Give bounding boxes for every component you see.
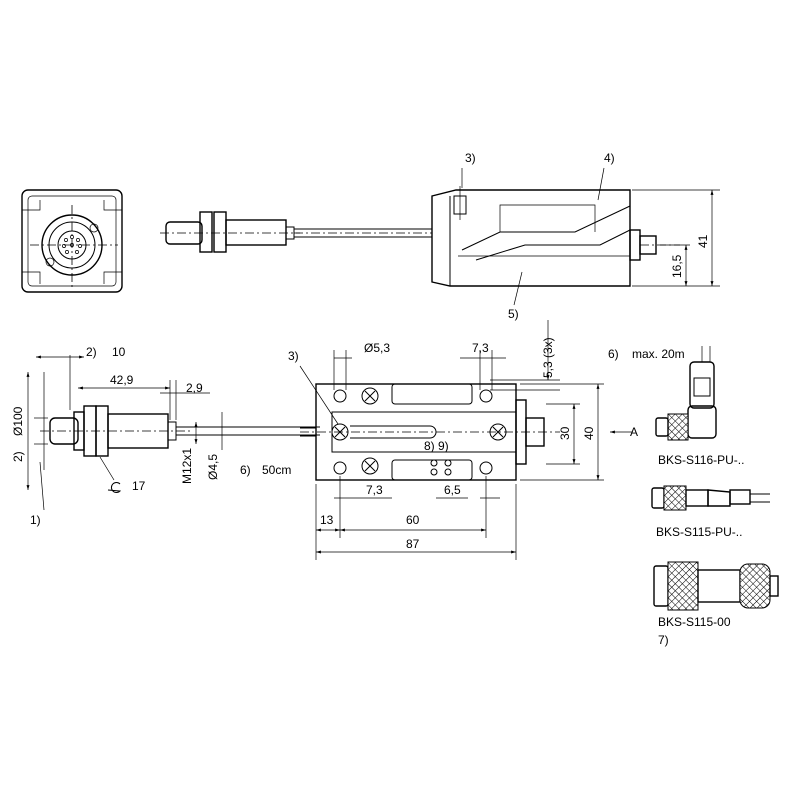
- callout-5: 5): [508, 307, 519, 321]
- connector-angled: [655, 346, 717, 441]
- dim-60: 60: [406, 513, 420, 527]
- connector-straight-cable: [651, 485, 770, 511]
- dim-2-9: 2,9: [186, 381, 203, 395]
- callout-4: 4): [604, 151, 615, 165]
- callout-3-top: 3): [465, 151, 476, 165]
- dim-42-9: 42,9: [110, 373, 134, 387]
- dim-5-3-3x: 5,3 (3x): [541, 337, 555, 378]
- connector-field-attachable: [653, 561, 779, 611]
- dim-13: 13: [320, 513, 334, 527]
- callout-6-a: 6): [240, 463, 251, 477]
- connector-3-label: BKS-S115-00: [658, 615, 731, 629]
- callout-2-a: 2): [86, 345, 97, 359]
- callout-2-b: 2): [11, 451, 25, 462]
- dim-cable-50: 50cm: [262, 463, 291, 477]
- dim-16-5: 16,5: [670, 254, 684, 278]
- dim-7-3-top: 7,3: [472, 341, 489, 355]
- callout-6-b: 6): [608, 347, 619, 361]
- dim-d100: Ø100: [11, 406, 25, 436]
- dim-m12: M12x1: [180, 448, 194, 484]
- callout-3-bottom: 3): [288, 349, 299, 363]
- dim-41: 41: [696, 234, 710, 248]
- dim-10: 10: [112, 345, 126, 359]
- side-view-top: [160, 186, 720, 287]
- dim-d5-3: Ø5,3: [364, 341, 390, 355]
- amplifier-top-view: [300, 320, 632, 560]
- callout-7: 7): [658, 633, 669, 647]
- connector-1-label: BKS-S116-PU-..: [658, 453, 744, 467]
- dim-d4-5: Ø4,5: [206, 454, 220, 480]
- sensor-side-view: [26, 355, 320, 511]
- dim-30: 30: [558, 426, 572, 440]
- view-a-label: A: [630, 425, 638, 439]
- dim-7-3-bottom: 7,3: [366, 483, 383, 497]
- dim-max-20m: max. 20m: [632, 347, 685, 361]
- dim-6-5: 6,5: [444, 483, 461, 497]
- dim-40: 40: [582, 426, 596, 440]
- connector-2-label: BKS-S115-PU-..: [656, 525, 742, 539]
- end-view: [21, 189, 123, 293]
- callout-1: 1): [30, 513, 41, 527]
- dim-clip-17: 17: [132, 479, 146, 493]
- callout-8-9: 8) 9): [424, 439, 449, 453]
- dim-87: 87: [406, 537, 420, 551]
